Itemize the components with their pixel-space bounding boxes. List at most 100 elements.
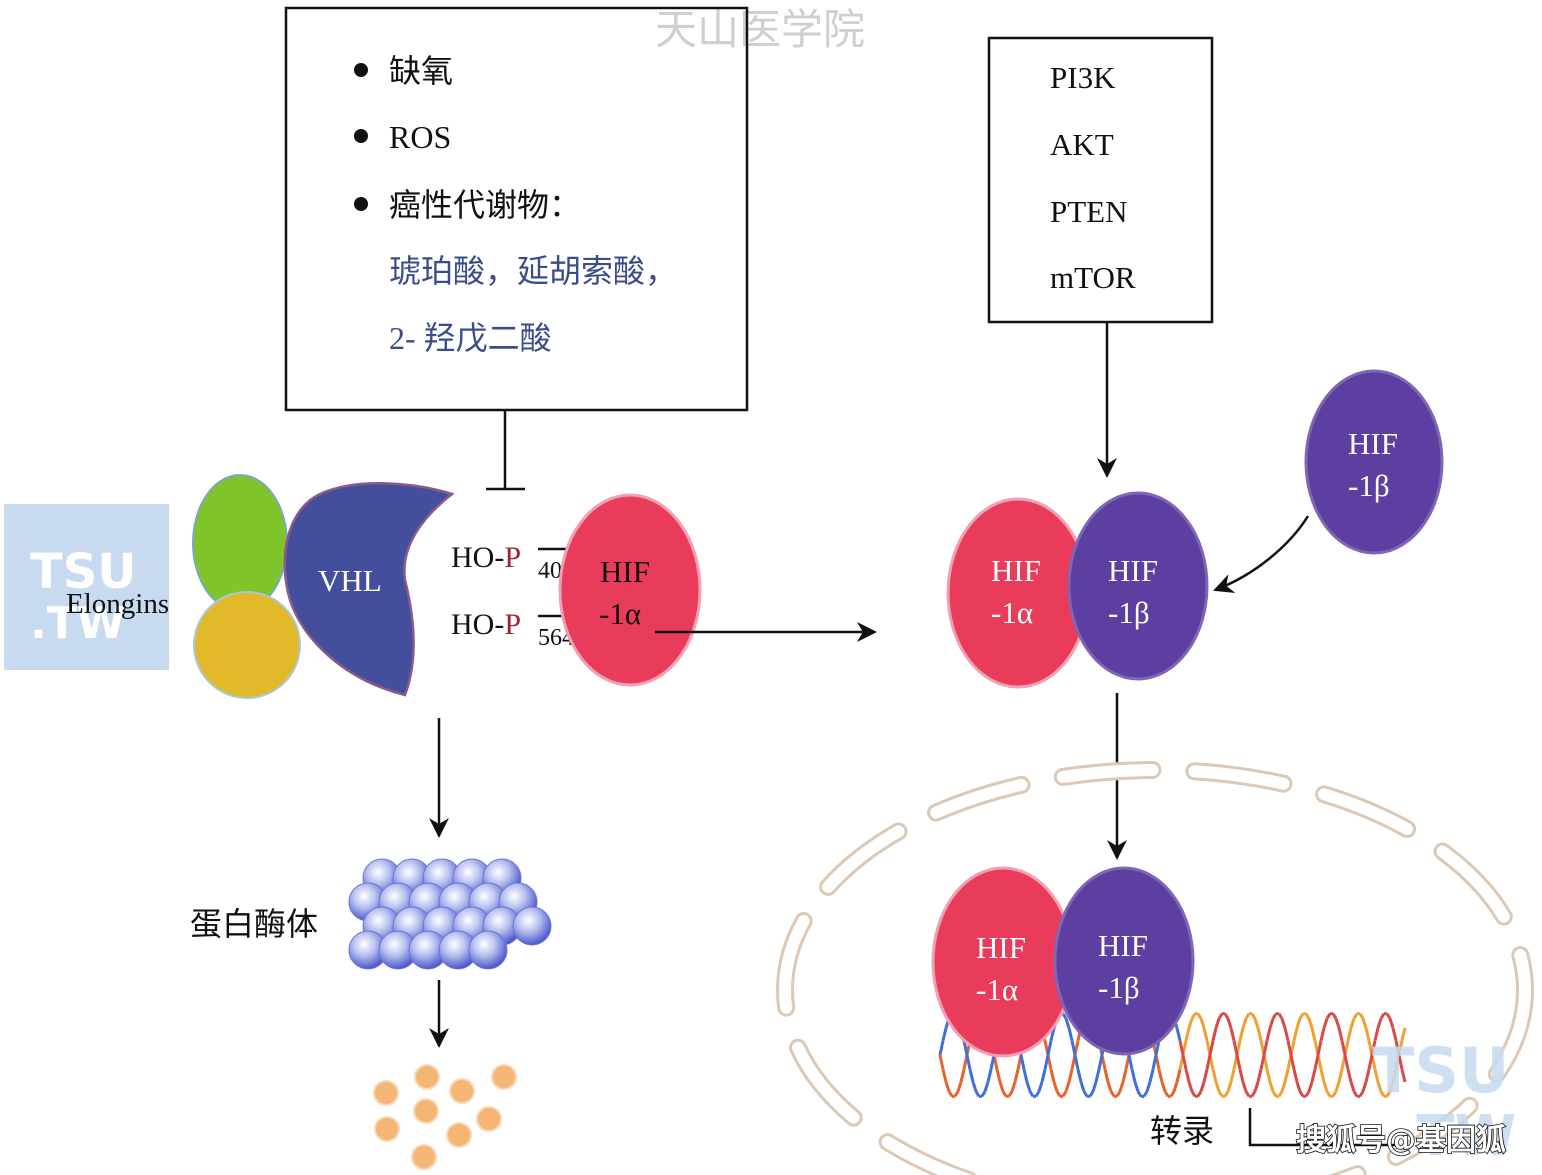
dna-strand-a (1202, 1027, 1209, 1041)
dna-strand-b (1262, 1040, 1269, 1056)
vhl-complex: VHL Elongins HO-P 402 HO-P 564 HIF -1α (66, 474, 702, 699)
dna-strand-b (1244, 1090, 1251, 1098)
dimerization-arrow (1213, 515, 1310, 594)
dna-strand-b (1178, 1040, 1185, 1056)
dna-strand-b (1253, 1081, 1260, 1092)
dna-strand-a (1322, 1081, 1329, 1092)
pathway-item-pi3k: PI3K (1050, 60, 1116, 95)
fragment-dot (414, 1064, 440, 1090)
dna-strand-b (974, 1090, 981, 1098)
dna-strand-a (1331, 1090, 1338, 1098)
dna-strand-a (1337, 1069, 1344, 1083)
dna-strand-a (1271, 1090, 1278, 1098)
dna-strand-a (1007, 1090, 1014, 1098)
dna-strand-b (1268, 1018, 1275, 1029)
dna-strand-b (1214, 1018, 1221, 1029)
dna-strand-a (1064, 1081, 1071, 1092)
dimer-hif1b (1067, 491, 1209, 681)
dna-strand-b (1283, 1027, 1290, 1041)
watermark-bottom-right: 搜狐号@基因狐 (1296, 1123, 1506, 1158)
dna-strand-a (938, 1054, 945, 1070)
dna-strand-a (1115, 1090, 1122, 1098)
dna-strand-a (1049, 1069, 1056, 1083)
tsu-watermark-right-line1: TSU (1372, 1034, 1509, 1107)
dna-strand-a (947, 1090, 954, 1098)
dna-strand-a (1214, 1081, 1221, 1092)
fragment-dot (476, 1106, 502, 1132)
fragment-dot (374, 1116, 400, 1142)
elongins-label: Elongins (66, 588, 169, 620)
dna-strand-b (1199, 1081, 1206, 1092)
dna-strand-b (1082, 1090, 1089, 1098)
tsu-watermark-right-line2: .TW (1395, 1104, 1516, 1169)
dna-strand-b (1373, 1027, 1380, 1041)
proteasome-subunit (468, 930, 508, 970)
dna-strand-b (1391, 1027, 1398, 1041)
dna-strand-b (1352, 1090, 1359, 1098)
dna-strand-b (1292, 1069, 1299, 1083)
vhl-label: VHL (318, 563, 382, 598)
free-hif1b-line2: -1β (1348, 468, 1390, 503)
vhl-shape (283, 482, 455, 697)
fragment-dot (491, 1064, 517, 1090)
dna-strand-b (1235, 1054, 1242, 1070)
dna-strand-a (1163, 1090, 1170, 1098)
dna-strand-b (1130, 1069, 1137, 1083)
bullet-icon (354, 129, 368, 143)
pathway-item-akt: AKT (1050, 127, 1114, 162)
dimer-hif1a (946, 497, 1090, 689)
dna-strand-b (1037, 1081, 1044, 1092)
dna-strand-b (1277, 1012, 1284, 1020)
dna-strand-b (1400, 1069, 1407, 1083)
dna-strand-a (1391, 1069, 1398, 1083)
dna-strand-b (1241, 1081, 1248, 1092)
dna-strand-a (1103, 1069, 1110, 1083)
dna-strand-a (1244, 1012, 1251, 1020)
inhibitor-box: 缺氧 ROS 癌性代谢物： 琥珀酸，延胡索酸， 2- 羟戊二酸 (284, 6, 749, 412)
dna-strand-b (1136, 1090, 1143, 1098)
dna-strand-b (1280, 1018, 1287, 1029)
fragment-dot (449, 1078, 475, 1104)
dna-strand-b (1325, 1012, 1332, 1020)
dna-strand-a (1055, 1090, 1062, 1098)
dna-strand-a (1226, 1081, 1233, 1092)
dna-strand-a (1298, 1012, 1305, 1020)
dna-strand-b (1034, 1090, 1041, 1098)
dna-strand-a (1280, 1081, 1287, 1092)
nuclear-hif1b (1053, 866, 1195, 1056)
dna-strand-b (1127, 1054, 1134, 1070)
dna-strand-b (1379, 1012, 1386, 1020)
dna-strand-b (1304, 1090, 1311, 1098)
dna-strand-a (1373, 1069, 1380, 1083)
dna-strand-b (986, 1069, 993, 1083)
dna-strand-b (965, 1054, 972, 1070)
dna-strand-a (941, 1069, 948, 1083)
dna-strand-a (1001, 1090, 1008, 1098)
dna-strand-a (953, 1090, 960, 1098)
dna-strand-b (1394, 1040, 1401, 1056)
dna-strand-a (1175, 1069, 1182, 1083)
dna-strand-b (1088, 1090, 1095, 1098)
dna-strand-b (1211, 1027, 1218, 1041)
fragment-dot (411, 1144, 437, 1170)
dimer-hif1b-line1: HIF (1108, 553, 1158, 588)
dna-strand-b (1019, 1054, 1026, 1070)
hif1a-bound-line2: -1α (599, 596, 641, 631)
dna-strand-a (1307, 1018, 1314, 1029)
dna-strand-b (1286, 1040, 1293, 1056)
pathway-box: PI3K AKT PTEN mTOR (987, 36, 1214, 324)
cytoplasmic-dimer: HIF -1α HIF -1β (946, 491, 1209, 689)
dna-strand-a (1172, 1081, 1179, 1092)
dna-strand-a (1265, 1069, 1272, 1083)
dna-strand-b (1250, 1090, 1257, 1098)
dna-strand-b (1091, 1081, 1098, 1092)
dna-strand-b (1367, 1054, 1374, 1070)
dna-strand-b (1271, 1012, 1278, 1020)
dna-strand-b (1364, 1069, 1371, 1083)
dimer-hif1a-line1: HIF (991, 553, 1041, 588)
dna-strand-a (1361, 1018, 1368, 1029)
elongin-green (192, 474, 288, 612)
dna-strand-b (1025, 1081, 1032, 1092)
dna-strand-b (1259, 1054, 1266, 1070)
dna-strand-a (1121, 1069, 1128, 1083)
